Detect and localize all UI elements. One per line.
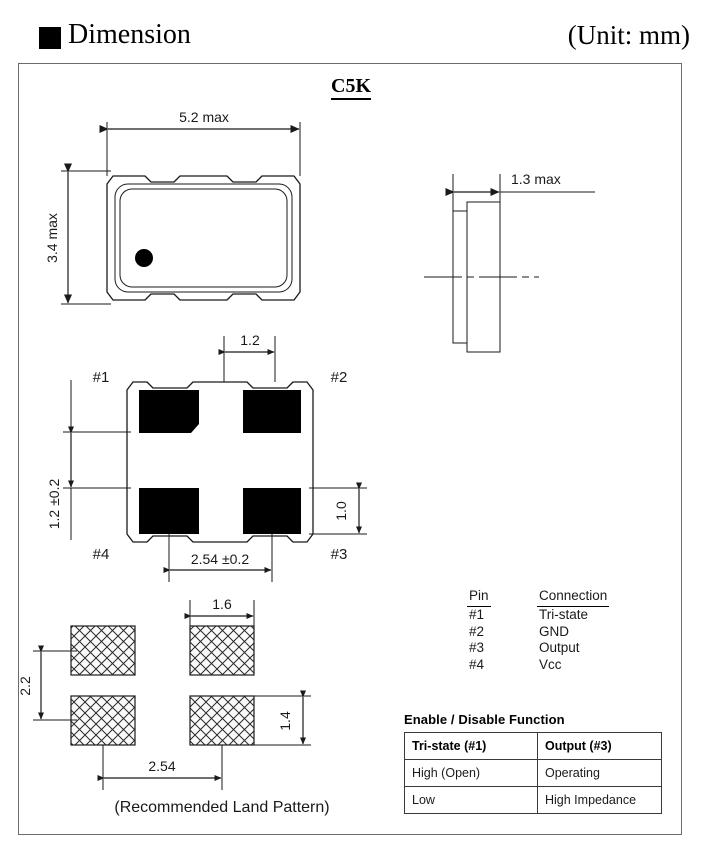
top-view-height-label: 3.4 max	[44, 213, 60, 263]
bottom-view-pin-2-label: #2	[331, 369, 348, 386]
pin-number: #3	[469, 640, 485, 655]
package-inner-ring-inner	[119, 188, 288, 288]
output-value: Operating	[537, 759, 662, 787]
land-pattern-pad-height-label: 1.4	[277, 711, 293, 731]
land-pattern-pitch-x-label: 2.54	[148, 758, 175, 774]
output-column-header: Output (#3)	[537, 732, 662, 760]
pin-number: #2	[469, 623, 485, 639]
drawing-canvas: 5.2 max 3.4 max	[19, 109, 595, 790]
top-view-width-label: 5.2 max	[179, 109, 229, 125]
pin-connection-row: #3 Output	[451, 640, 651, 657]
land-pad-top-right	[189, 625, 255, 676]
filled-square-icon	[39, 27, 61, 49]
tri-state-column-header: Tri-state (#1)	[404, 732, 538, 760]
table-row: High (Open) Operating	[404, 759, 662, 787]
side-view-thickness-label: 1.3 max	[511, 171, 561, 187]
land-pad-bottom-left	[70, 695, 136, 746]
pin-connection-row: #1 Tri-state	[451, 607, 651, 624]
land-pad-top-left	[70, 625, 136, 676]
bottom-view-pad-3	[243, 488, 301, 534]
enable-disable-section: Enable / Disable Function Tri-state (#1)…	[404, 712, 662, 814]
top-view-drawing: 5.2 max 3.4 max	[44, 109, 301, 305]
bottom-view-pin-3-label: #3	[331, 546, 348, 563]
table-header-row: Tri-state (#1) Output (#3)	[404, 732, 662, 760]
pin-number: #1	[469, 607, 485, 622]
connection-column-header: Connection	[537, 588, 610, 607]
land-pad-bottom-right	[189, 695, 255, 746]
pin-column-header: Pin	[467, 588, 491, 607]
bottom-view-pin-1-label: #1	[93, 369, 110, 386]
land-pattern-pad-width-label: 1.6	[212, 596, 232, 612]
table-row: Low High Impedance	[404, 786, 662, 814]
page-title: Dimension	[68, 19, 191, 50]
filled-dot-icon	[135, 249, 153, 267]
pin-connection-list: Pin Connection #1 Tri-state #2 GND #3 Ou…	[451, 588, 651, 673]
pin-connection-value: Vcc	[539, 656, 562, 672]
pin-connection-value: GND	[539, 623, 569, 639]
pin-connection-header: Pin Connection	[451, 588, 651, 607]
bottom-view-pad-4	[139, 488, 199, 534]
pin-connection-value: Tri-state	[539, 607, 589, 622]
tri-state-value: Low	[404, 786, 538, 814]
bottom-view-drawing: 1.2 #1 #2 #3 #4	[46, 332, 367, 582]
land-pattern-pitch-y-label: 2.2	[19, 676, 33, 696]
bottom-view-pad-height-label: 1.0	[333, 501, 349, 521]
bottom-view-pad-width-label: 1.2	[240, 332, 260, 348]
tri-state-value: High (Open)	[404, 759, 538, 787]
pin-connection-value: Output	[539, 640, 580, 655]
bottom-view-pin-4-label: #4	[93, 546, 110, 563]
bottom-view-pad-2	[243, 390, 301, 433]
land-pattern-caption: (Recommended Land Pattern)	[114, 799, 330, 816]
drawing-frame: C5K 5.2 max	[18, 63, 682, 835]
pin-connection-row: #4 Vcc	[451, 657, 651, 674]
bottom-view-pitch-y-label: 1.2 ±0.2	[46, 479, 62, 530]
side-view-drawing: 1.3 max	[424, 171, 595, 353]
unit-note: (Unit: mm)	[567, 20, 690, 50]
part-number-text: C5K	[331, 75, 371, 100]
bottom-view-pad-1	[139, 390, 199, 433]
pin-connection-row: #2 GND	[451, 624, 651, 641]
land-pattern-drawing: 1.6 2.2 1.4 2.54	[19, 596, 311, 790]
bottom-view-pitch-x-label: 2.54 ±0.2	[191, 551, 249, 567]
part-number-title: C5K	[19, 74, 683, 100]
enable-disable-title: Enable / Disable Function	[404, 712, 565, 727]
page-header: Dimension (Unit: mm)	[0, 0, 714, 62]
pin-number: #4	[469, 656, 485, 672]
package-outline	[106, 175, 301, 301]
enable-disable-table: Tri-state (#1) Output (#3) High (Open) O…	[404, 732, 662, 814]
output-value: High Impedance	[537, 786, 662, 814]
package-inner-ring-outer	[114, 183, 293, 293]
